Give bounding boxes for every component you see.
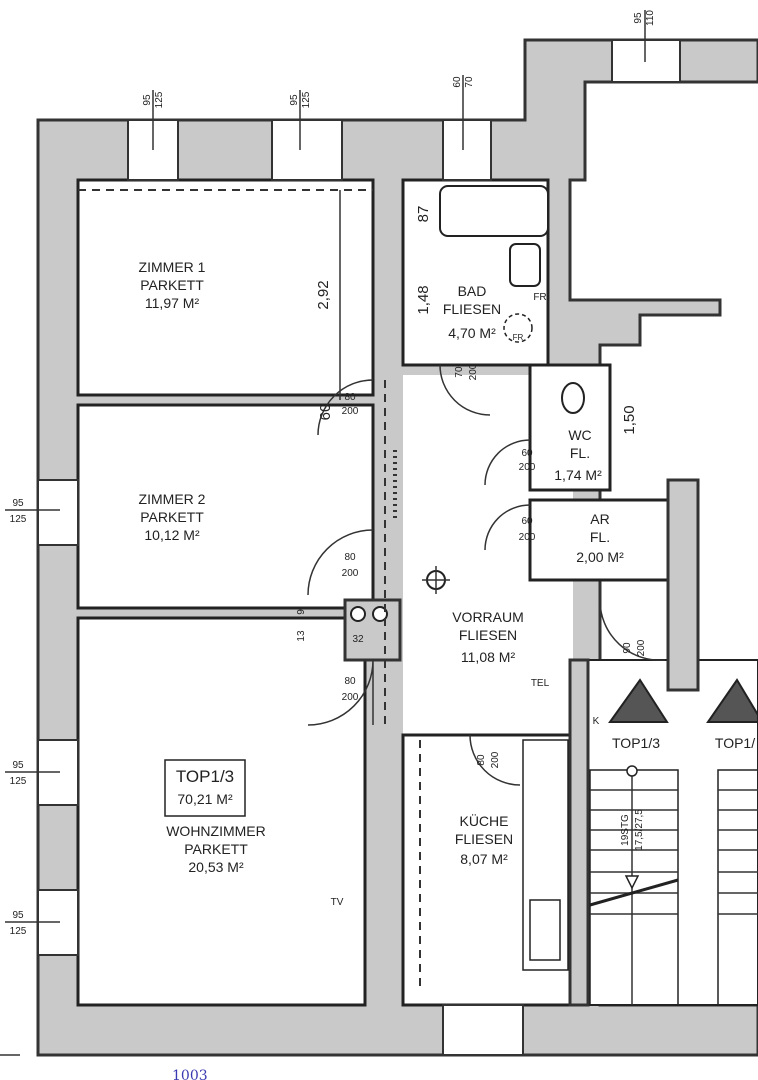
left-window-2-height: 125 <box>10 776 27 787</box>
window-4-height: 110 <box>645 10 656 26</box>
door-wz-height: 200 <box>342 692 359 703</box>
unit-area: 70,21 M² <box>177 791 233 807</box>
window-2-width: 95 <box>289 94 300 106</box>
sink-icon <box>509 243 541 287</box>
wc-floor: FL. <box>570 445 590 461</box>
walls <box>36 38 758 1057</box>
wc-name: WC <box>568 427 591 443</box>
window-4-width: 95 <box>633 12 644 24</box>
dimension-height: 2,92 <box>315 280 332 309</box>
entrance-label-1: TOP1/3 <box>612 735 660 751</box>
staircase: TOP1/3 TOP1/ 19STG 17,5/27,5 <box>589 678 758 1006</box>
ar-name: AR <box>590 511 609 527</box>
window-2-height: 125 <box>301 91 312 108</box>
chimney-dim-13: 13 <box>296 630 307 642</box>
door-wc-width: 60 <box>521 448 533 459</box>
stairs-ratio: 17,5/27,5 <box>634 809 645 851</box>
left-window-2-width: 95 <box>12 760 24 771</box>
tv-label: TV <box>331 897 344 908</box>
door-entry-height: 200 <box>636 639 647 656</box>
dimension-bath-148: 1,48 <box>415 285 432 314</box>
kueche-floor: FLIESEN <box>455 831 513 847</box>
dimension-150: 1,50 <box>621 405 638 434</box>
kueche-name: KÜCHE <box>459 812 508 829</box>
dimension-60: 60 <box>317 404 334 421</box>
windows <box>0 10 681 1056</box>
door-z2-width: 80 <box>344 552 356 563</box>
left-window-3-width: 95 <box>12 910 24 921</box>
bathtub-icon <box>439 185 549 237</box>
bad-area: 4,70 M² <box>448 325 496 341</box>
ar-area: 2,00 M² <box>576 549 624 565</box>
door-ar-height: 200 <box>519 532 536 543</box>
vorraum-name: VORRAUM <box>452 609 524 625</box>
window-1-height: 125 <box>154 91 165 108</box>
door-z1-width: 80 <box>344 392 356 403</box>
door-bad-height: 200 <box>468 363 479 380</box>
door-wz-width: 80 <box>344 676 356 687</box>
stairs-count: 19STG <box>620 814 631 846</box>
entrance-triangle-icon <box>706 678 758 723</box>
door-z2-height: 200 <box>342 568 359 579</box>
toilet-icon <box>561 382 585 414</box>
window-3-height: 70 <box>464 76 475 88</box>
chimney-dim-32: 32 <box>352 634 364 645</box>
zimmer1-name: ZIMMER 1 <box>139 259 206 275</box>
window-1-width: 95 <box>142 94 153 106</box>
entrance-label-2: TOP1/ <box>715 735 755 751</box>
dimension-labels: 2,92 87 1,48 60 1,50 13 9 32 <box>296 206 638 645</box>
door-kueche-width: 80 <box>476 754 487 766</box>
window-3-width: 60 <box>452 76 463 88</box>
wc-area: 1,74 M² <box>554 467 602 483</box>
washing-machine-icon <box>503 313 533 343</box>
fr-label-1: FR <box>533 292 546 303</box>
kueche-area: 8,07 M² <box>460 851 508 867</box>
door-ar-width: 60 <box>521 516 533 527</box>
dimension-bath-87: 87 <box>415 206 432 223</box>
ar-floor: FL. <box>590 529 610 545</box>
stair-arrow-icon <box>624 875 640 890</box>
room-labels: ZIMMER 1 PARKETT 11,97 M² ZIMMER 2 PARKE… <box>139 259 625 908</box>
kitchen-counter <box>522 739 569 971</box>
zimmer1-area: 11,97 M² <box>145 295 200 311</box>
unit-name: TOP1/3 <box>176 767 234 786</box>
fixtures <box>78 185 585 990</box>
zimmer2-name: ZIMMER 2 <box>139 491 206 507</box>
zimmer2-area: 10,12 M² <box>144 527 200 543</box>
entrance-triangle-icon <box>608 678 669 723</box>
bad-name: BAD <box>458 283 487 299</box>
door-kueche-height: 200 <box>490 751 501 768</box>
door-wc-height: 200 <box>519 462 536 473</box>
door-entry-width: 90 <box>622 642 633 654</box>
chimney-dim-9: 9 <box>296 609 307 615</box>
zimmer2-floor: PARKETT <box>140 509 204 525</box>
fr-label-2: FR <box>513 333 524 342</box>
left-window-3-height: 125 <box>10 926 27 937</box>
handwritten-annotation: 1003 <box>172 1068 208 1080</box>
wohnzimmer-floor: PARKETT <box>184 841 248 857</box>
door-bad-width: 70 <box>454 366 465 378</box>
kitchen-sink-icon <box>529 899 561 961</box>
unit-box <box>164 759 246 817</box>
vorraum-floor: FLIESEN <box>459 627 517 643</box>
doors: 80 200 80 200 80 200 70 200 60 200 60 20… <box>307 363 666 786</box>
bad-floor: FLIESEN <box>443 301 501 317</box>
vorraum-area: 11,08 M² <box>461 649 516 665</box>
window-dimensions: 95 125 95 125 60 70 95 110 95 125 95 125… <box>10 10 656 937</box>
wohnzimmer-name: WOHNZIMMER <box>166 823 266 839</box>
zimmer1-floor: PARKETT <box>140 277 204 293</box>
left-window-1-height: 125 <box>10 514 27 525</box>
tel-label: TEL <box>531 678 550 689</box>
left-window-1-width: 95 <box>12 498 24 509</box>
door-z1-height: 200 <box>342 406 359 417</box>
k-label: K <box>593 716 600 727</box>
wohnzimmer-area: 20,53 M² <box>188 859 244 875</box>
